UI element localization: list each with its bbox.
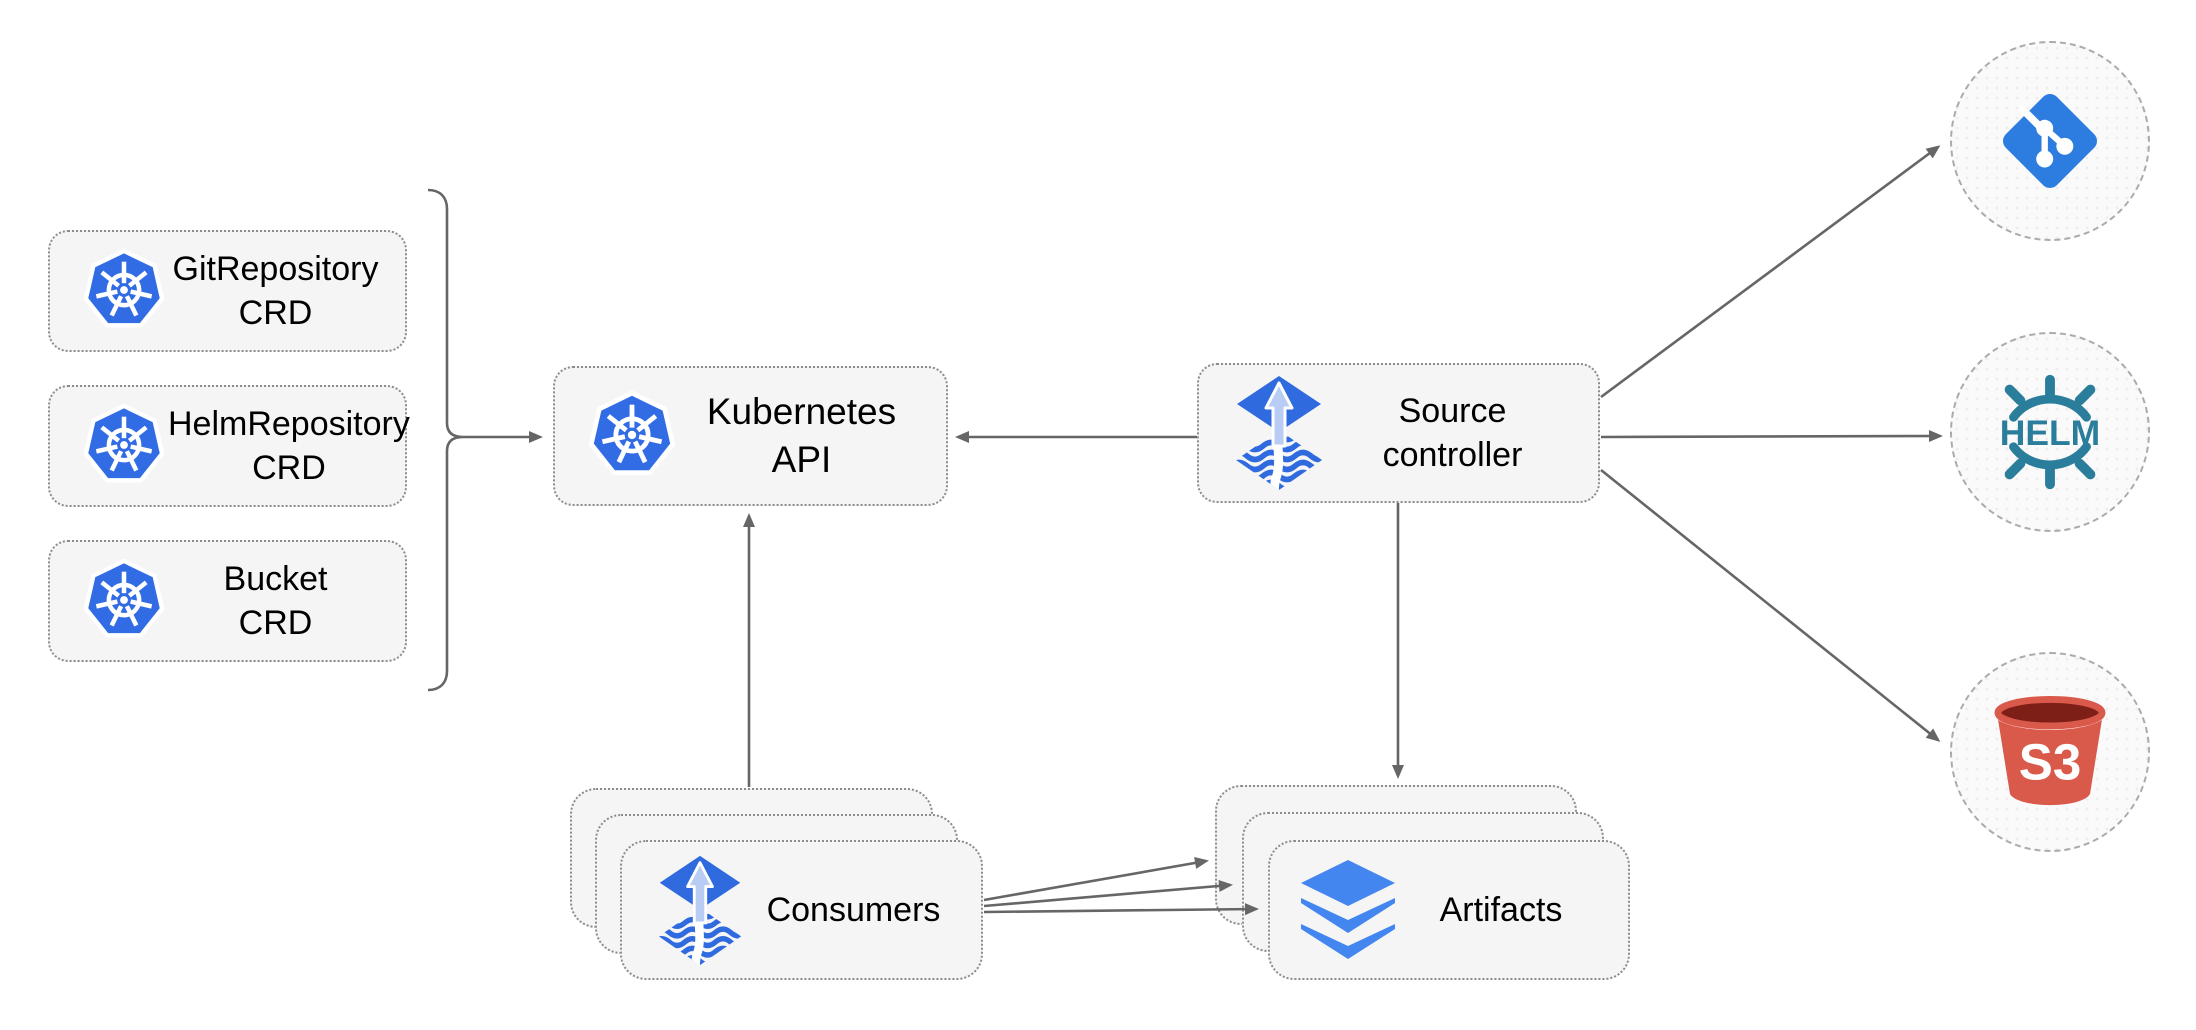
kubernetes-icon — [80, 248, 168, 334]
node-label: HelmRepository CRD — [168, 402, 410, 490]
edge-consumers-to-artifacts-front — [983, 903, 1259, 916]
node-bucket-crd: Bucket CRD — [48, 540, 407, 662]
helm-wordmark: HELM — [2000, 413, 2100, 453]
edge-source-controller-to-git — [1600, 145, 1941, 399]
flux-icon — [652, 854, 748, 967]
node-artifacts: Artifacts — [1268, 840, 1630, 980]
node-label: Source controller — [1329, 389, 1576, 477]
edge-source-controller-to-helm — [1600, 430, 1943, 443]
node-label: Bucket CRD — [168, 557, 383, 645]
node-label-line1: Source — [1398, 391, 1507, 430]
edge-consumers-to-artifacts-middle — [983, 879, 1233, 908]
node-label-line1: Bucket — [223, 559, 328, 598]
kubernetes-icon — [80, 558, 168, 644]
crd-group-bracket — [427, 188, 464, 692]
edge-source-controller-to-s3 — [1600, 468, 1941, 742]
edge-consumers-to-artifacts-back — [983, 856, 1209, 902]
kubernetes-icon — [80, 403, 168, 489]
node-label: Artifacts — [1439, 890, 1563, 929]
node-helm-repository: HELM — [1950, 332, 2150, 532]
kubernetes-icon — [585, 390, 679, 482]
node-helmrepository-crd: HelmRepository CRD — [48, 385, 410, 507]
node-label-line2: CRD — [238, 604, 313, 642]
node-label-line1: HelmRepository — [168, 404, 410, 443]
s3-bucket-icon: S3 — [1993, 695, 2107, 806]
node-label: Kubernetes API — [706, 390, 897, 480]
node-s3-bucket: S3 — [1950, 652, 2150, 852]
git-icon — [2002, 93, 2098, 189]
node-label: GitRepository CRD — [168, 247, 383, 335]
node-source-controller: Source controller — [1197, 363, 1600, 503]
node-git-repository — [1950, 41, 2150, 241]
node-label-line2: controller — [1382, 436, 1523, 474]
layers-icon — [1301, 860, 1395, 959]
node-label-line1: GitRepository — [172, 249, 379, 288]
node-label: Consumers — [766, 890, 941, 929]
node-kubernetes-api: Kubernetes API — [553, 366, 948, 506]
node-label-line2: CRD — [252, 449, 326, 487]
flux-icon — [1229, 374, 1329, 492]
node-label-line2: CRD — [238, 294, 313, 332]
s3-wordmark: S3 — [2019, 734, 2082, 791]
node-gitrepository-crd: GitRepository CRD — [48, 230, 407, 352]
helm-icon: HELM — [2000, 374, 2100, 490]
node-consumers: Consumers — [620, 840, 983, 980]
